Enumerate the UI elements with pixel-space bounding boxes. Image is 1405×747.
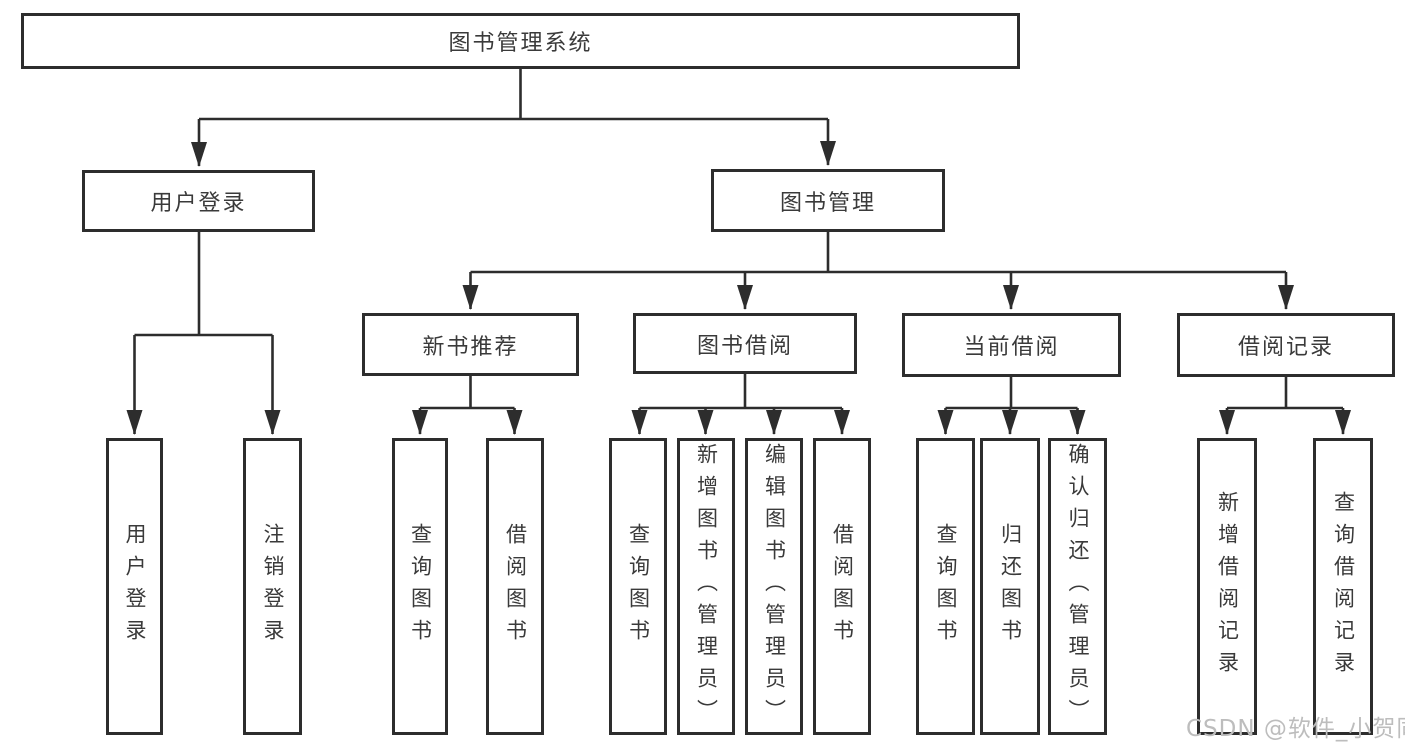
- leaf-confirm-return-admin: 确认归还（管理员）: [1048, 438, 1107, 735]
- leaf-add-borrow-record: 新增借阅记录: [1197, 438, 1257, 735]
- leaf-query-book-recommend: 查询图书: [392, 438, 448, 735]
- trunk-current-borrow: [945, 377, 1078, 410]
- node-book-management: 图书管理: [711, 169, 945, 232]
- trunk-new-book-rec: [420, 376, 515, 410]
- leaf-user-login: 用户登录: [106, 438, 163, 735]
- leaf-logout: 注销登录: [243, 438, 302, 735]
- trunk-user-login: [134, 232, 273, 337]
- leaf-edit-book-admin: 编辑图书（管理员）: [745, 438, 803, 735]
- leaf-query-book-borrow: 查询图书: [609, 438, 667, 735]
- node-root: 图书管理系统: [21, 13, 1020, 69]
- trunk-borrow-records: [1227, 377, 1343, 410]
- node-borrow-records: 借阅记录: [1177, 313, 1395, 377]
- node-new-book-recommend: 新书推荐: [362, 313, 579, 376]
- node-book-borrow: 图书借阅: [633, 313, 857, 374]
- trunk-book-mgmt: [470, 232, 1286, 274]
- node-current-borrow: 当前借阅: [902, 313, 1121, 377]
- node-user-login: 用户登录: [82, 170, 315, 232]
- leaf-borrow-book-borrow: 借阅图书: [813, 438, 871, 735]
- trunk-root: [199, 69, 828, 121]
- leaf-add-book-admin: 新增图书（管理员）: [677, 438, 735, 735]
- leaf-borrow-book-recommend: 借阅图书: [486, 438, 544, 735]
- csdn-watermark: CSDN @软件_小贺同学: [1186, 716, 1405, 742]
- trunk-book-borrow: [639, 374, 842, 410]
- leaf-query-borrow-record: 查询借阅记录: [1313, 438, 1373, 735]
- leaf-return-book: 归还图书: [980, 438, 1040, 735]
- leaf-query-book-current: 查询图书: [916, 438, 975, 735]
